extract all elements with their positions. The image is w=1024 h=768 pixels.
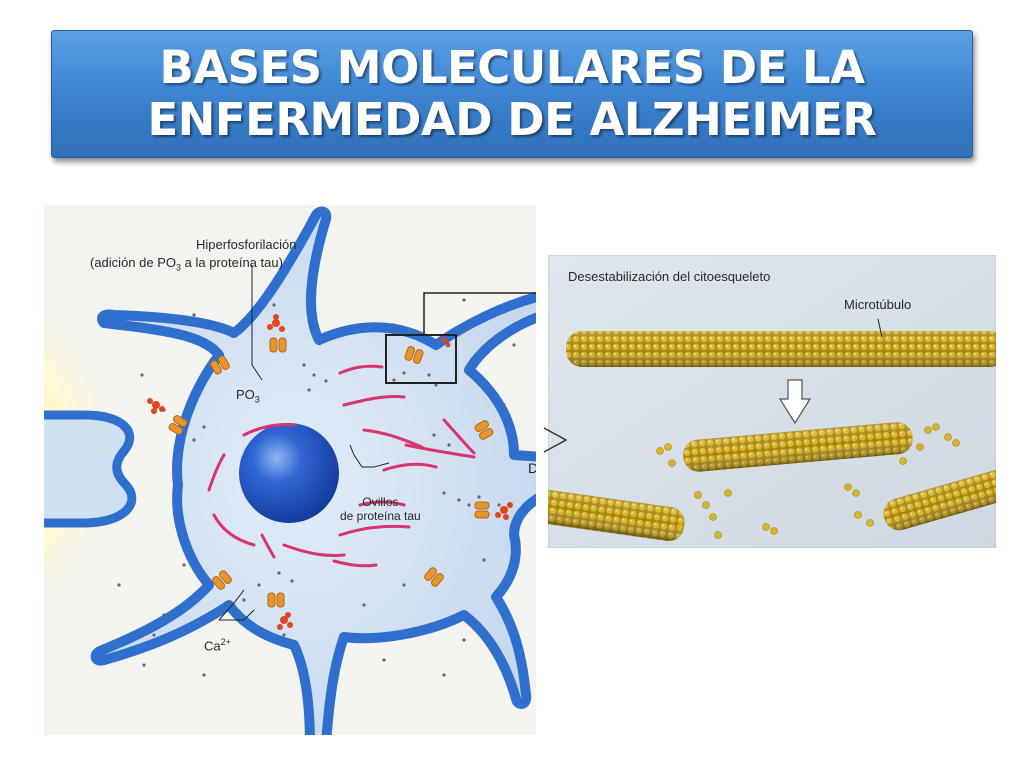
sublabel-subscript: 3	[176, 262, 182, 273]
neuron-diagram: D Hiperfosforilación (adición de PO3 a l…	[44, 205, 536, 735]
po3-subscript: 3	[254, 394, 260, 405]
sublabel-pre: (adición de PO	[90, 255, 176, 270]
zoom-connector	[423, 292, 536, 335]
leader-lines	[218, 265, 390, 621]
po3-text: PO	[236, 387, 255, 402]
down-arrow	[778, 379, 812, 425]
ovillos-label: Ovillos de proteína tau	[340, 495, 421, 523]
ca-superscript: 2+	[220, 637, 231, 647]
po3-label: PO3	[236, 387, 260, 405]
title-line-2: ENFERMEDAD DE ALZHEIMER	[147, 93, 877, 146]
hiperfosforilacion-sublabel: (adición de PO3 a la proteína tau)	[90, 255, 283, 273]
nucleus	[239, 423, 339, 523]
ovillos-line-2: de proteína tau	[340, 509, 421, 523]
fragment-center	[683, 422, 913, 472]
hiperfosforilacion-label: Hiperfosforilación	[196, 237, 297, 252]
panel-pointer	[543, 427, 568, 453]
ca-text: Ca	[204, 638, 221, 654]
microtubule-heading: Desestabilización del citoesqueleto	[568, 269, 771, 284]
edge-letter: D	[528, 460, 536, 476]
intact-microtubule	[566, 331, 996, 367]
tau-tangles	[207, 364, 476, 568]
fragment-right	[883, 467, 996, 531]
ovillos-line-1: Ovillos	[362, 495, 399, 509]
neuron-illustration: D	[44, 206, 536, 735]
title-line-1: BASES MOLECULARES DE LA	[159, 41, 865, 94]
microtubule-diagram: Desestabilización del citoesqueleto Micr…	[548, 255, 996, 548]
microtubule-illustration	[548, 255, 996, 548]
title-banner: BASES MOLECULARES DE LA ENFERMEDAD DE AL…	[51, 30, 973, 158]
tubulin-subunits	[656, 423, 960, 539]
membrane-receptors	[168, 337, 494, 608]
microtubulo-label: Microtúbulo	[844, 297, 912, 312]
fragment-left	[548, 488, 685, 541]
phosphate-clusters	[147, 314, 513, 630]
presynaptic-terminal	[44, 410, 137, 528]
zoom-box	[385, 334, 457, 384]
sublabel-post: a la proteína tau)	[181, 255, 283, 270]
microtubulo-leader	[877, 318, 883, 338]
calcium-label: Ca2+	[204, 637, 231, 653]
